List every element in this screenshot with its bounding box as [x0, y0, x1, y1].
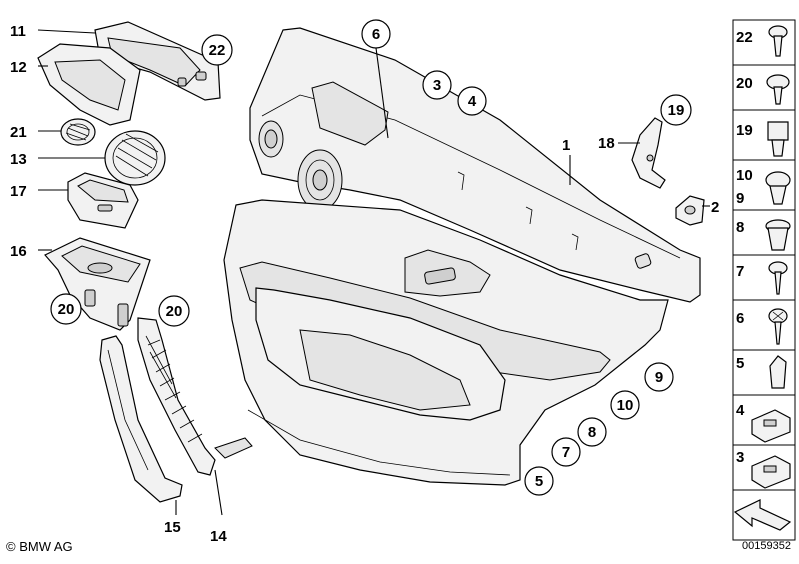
callout-19: 19 — [668, 102, 685, 119]
callouts: 11 12 21 13 17 16 1 18 2 15 14 6 3 4 22 … — [10, 19, 719, 545]
callout-20-right: 20 — [166, 303, 183, 320]
callout-6: 6 — [372, 26, 380, 43]
callout-16: 16 — [10, 243, 27, 260]
callout-18: 18 — [598, 135, 615, 152]
fastener-labels: 22 20 19 10 9 8 7 6 5 4 3 — [736, 29, 753, 466]
callout-14: 14 — [210, 528, 227, 545]
storage-tray — [67, 172, 139, 229]
fastener-label: 7 — [736, 263, 744, 280]
callout-22: 22 — [209, 42, 226, 59]
callout-12: 12 — [10, 59, 27, 76]
clip-10-icon — [765, 171, 791, 205]
clip-8-icon — [765, 219, 791, 251]
fastener-label: 10 — [736, 167, 753, 184]
fastener-label: 6 — [736, 310, 744, 327]
bracket — [631, 117, 666, 189]
fastener-column — [732, 19, 796, 541]
clip-3-icon — [751, 455, 791, 489]
pull-handle-carrier — [137, 317, 253, 476]
callout-9: 9 — [655, 369, 663, 386]
speaker-cover-small — [60, 118, 96, 146]
fastener-label: 19 — [736, 122, 753, 139]
handle-bezel — [37, 43, 141, 126]
leader-lines — [37, 29, 710, 516]
callout-13: 13 — [10, 151, 27, 168]
copyright-notice: © BMW AG — [6, 539, 73, 554]
fastener-label: 5 — [736, 355, 744, 372]
callout-17: 17 — [10, 183, 27, 200]
small-cover-part — [675, 195, 705, 226]
fastener-label: 3 — [736, 449, 744, 466]
direction-arrow-icon — [733, 499, 792, 531]
callout-4: 4 — [468, 93, 477, 110]
callout-21: 21 — [10, 124, 27, 141]
callout-8: 8 — [588, 424, 596, 441]
document-number: 00159352 — [742, 540, 791, 552]
fastener-label: 4 — [736, 402, 745, 419]
switch-block-housing — [44, 237, 151, 331]
plug-19-icon — [767, 121, 789, 157]
callout-7: 7 — [562, 444, 570, 461]
callout-2: 2 — [711, 199, 719, 216]
callout-10: 10 — [617, 397, 634, 414]
door-trim-panel — [223, 27, 701, 486]
callout-20-left: 20 — [58, 301, 75, 318]
fastener-label: 8 — [736, 219, 744, 236]
callout-11: 11 — [10, 23, 26, 40]
pull-handle-cover — [99, 335, 183, 503]
fastener-label: 20 — [736, 75, 753, 92]
fastener-label: 9 — [736, 190, 744, 207]
screw-7-icon — [768, 261, 788, 295]
fastener-label: 22 — [736, 29, 753, 46]
clip-4-icon — [751, 409, 791, 443]
callout-15: 15 — [164, 519, 181, 536]
speaker-cover-large — [104, 130, 166, 186]
callout-1: 1 — [562, 137, 570, 154]
screw-22-icon — [768, 25, 788, 57]
callout-5: 5 — [535, 473, 543, 490]
clip-5-icon — [769, 355, 787, 389]
screw-20-icon — [766, 74, 790, 105]
screw-6-icon — [768, 308, 788, 345]
callout-3: 3 — [433, 77, 441, 94]
